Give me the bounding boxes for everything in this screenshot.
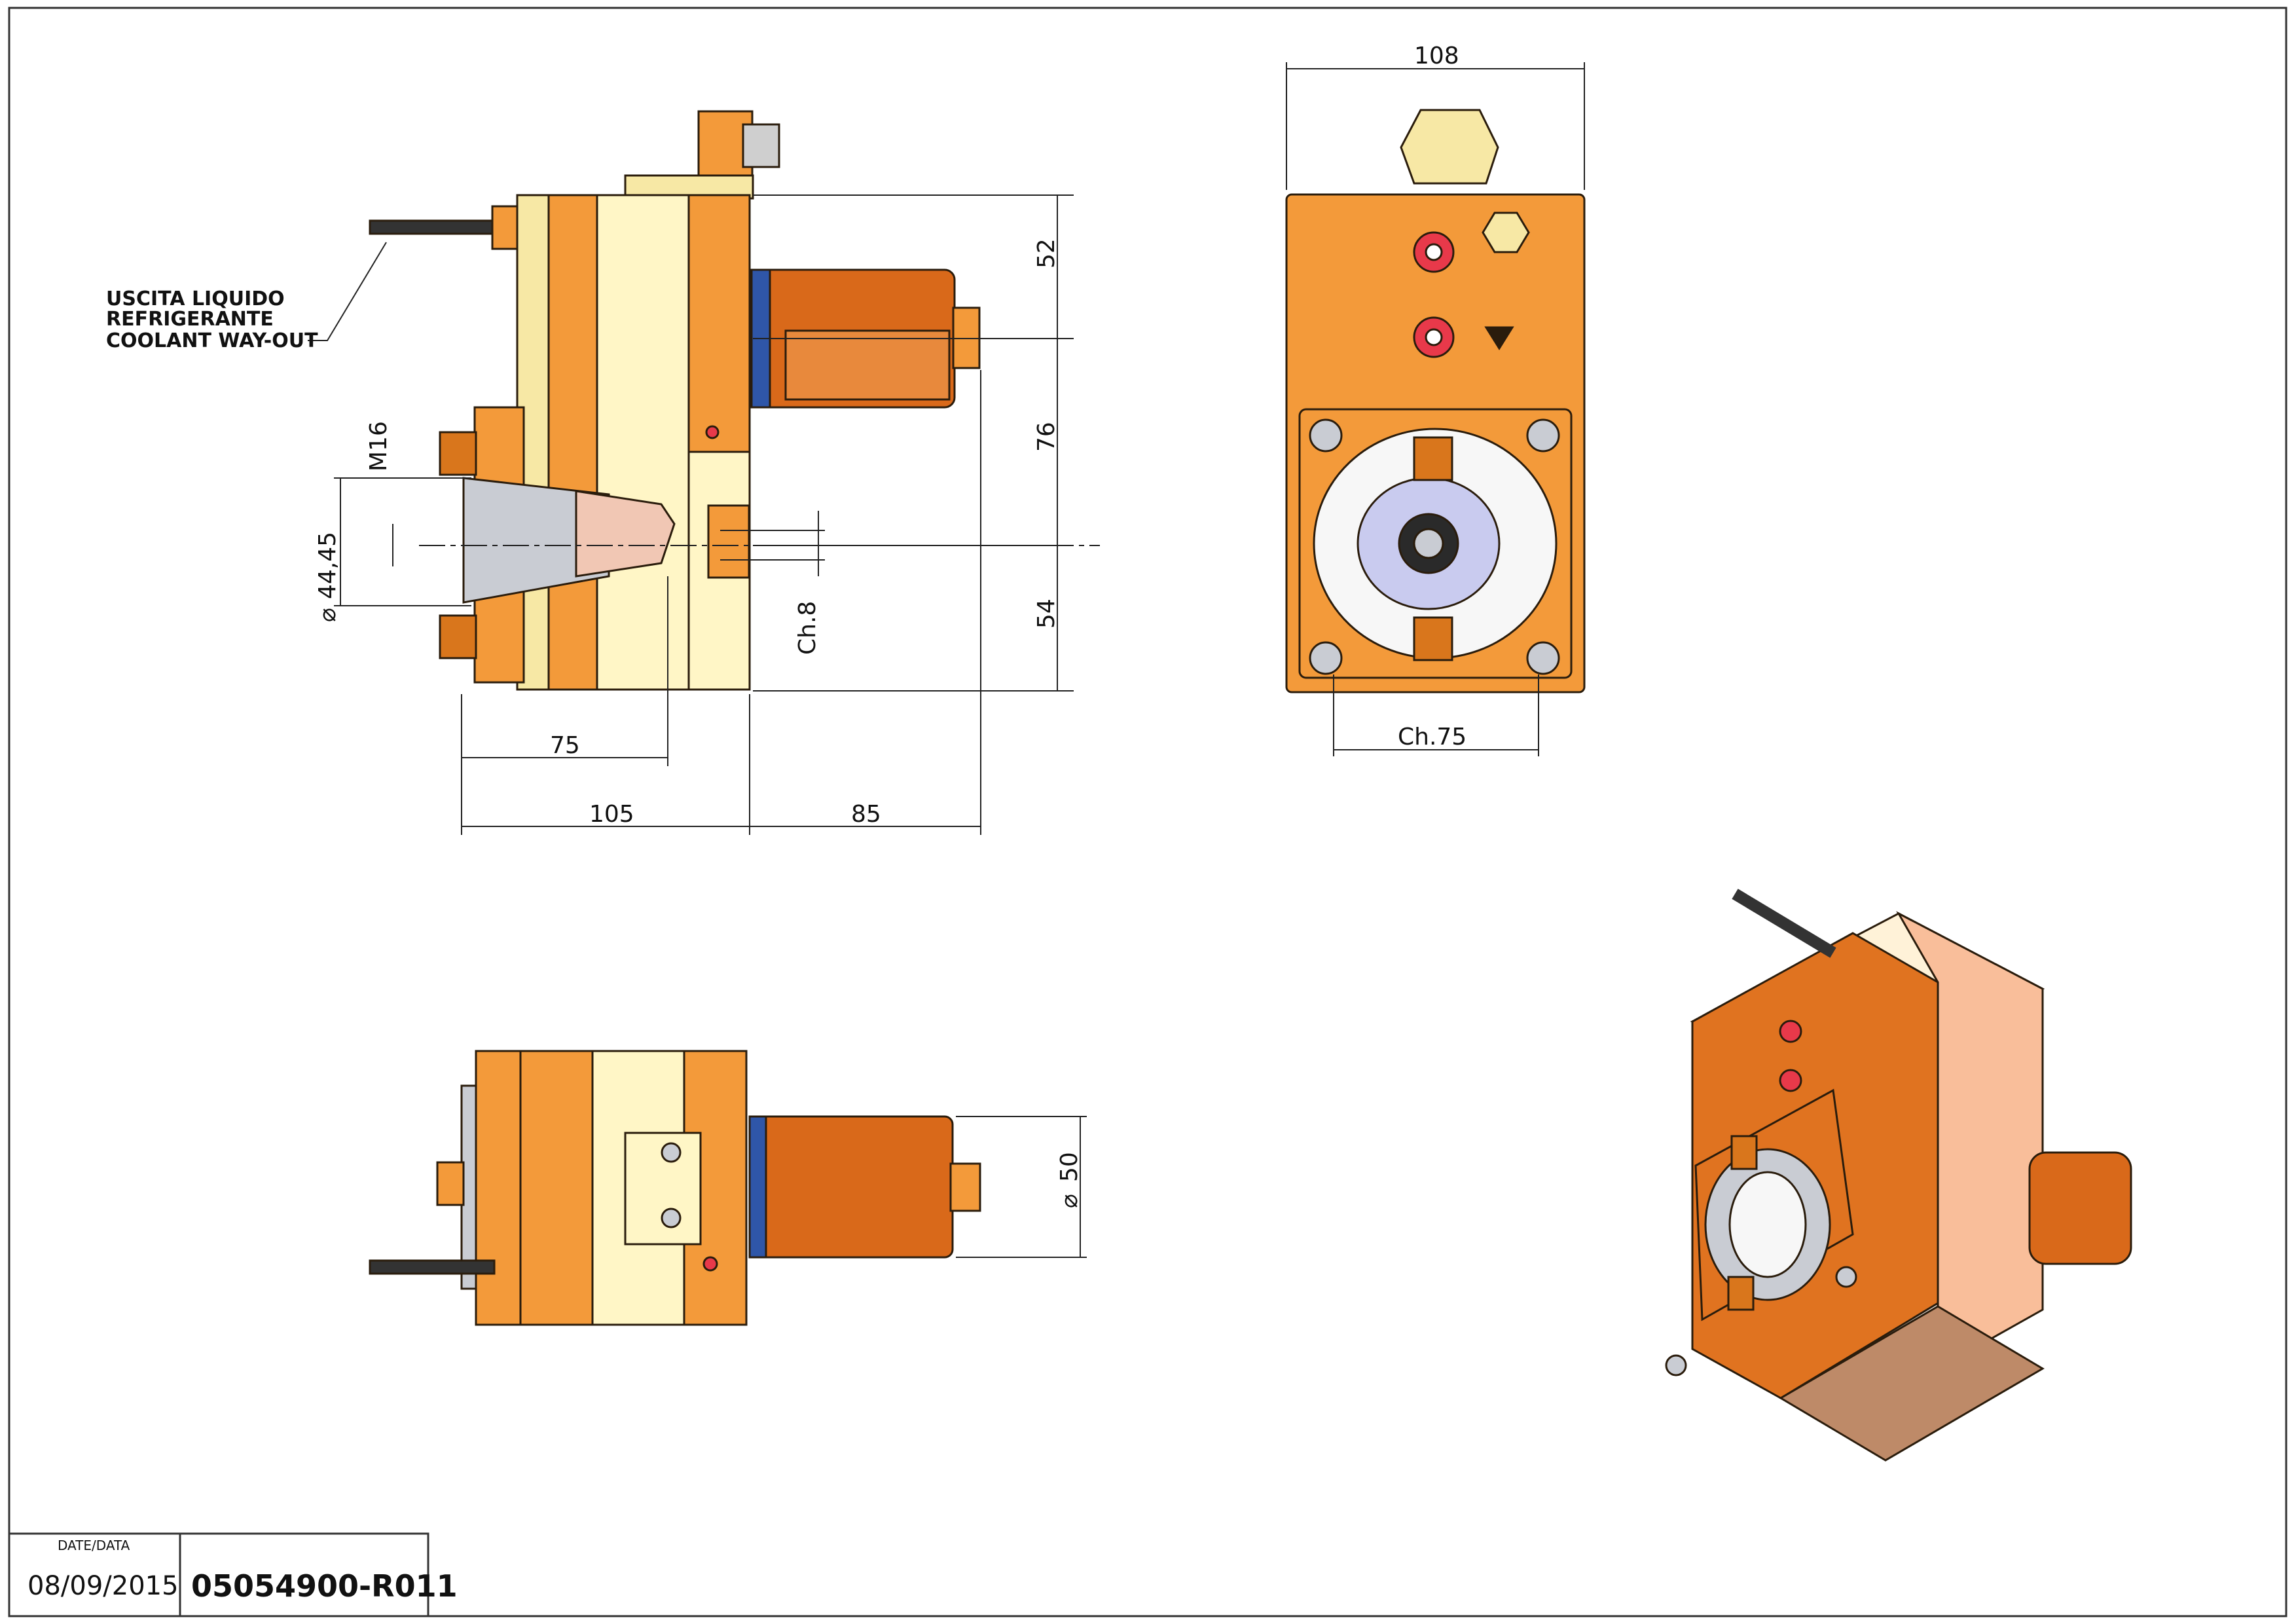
- side-hex-insert: [707, 504, 750, 579]
- side-body-cream: [596, 194, 691, 691]
- side-flange-screw-top: [439, 431, 477, 476]
- top-flange: [475, 1050, 523, 1326]
- title-block: [8, 1532, 429, 1617]
- iso-coolant-rod: [1732, 889, 1836, 958]
- top-cylinder-ring: [748, 1115, 767, 1259]
- top-shank-tip: [949, 1162, 981, 1212]
- isometric-view: [1665, 889, 2132, 1462]
- dim-85: 85: [851, 801, 881, 828]
- dim-52: 52: [1033, 238, 1060, 268]
- front-key-bottom: [1413, 616, 1453, 661]
- front-top-bracket: [1400, 109, 1499, 185]
- dim-105: 105: [589, 801, 634, 828]
- side-view: [369, 110, 981, 691]
- top-view-dimensions: [956, 1116, 1087, 1258]
- front-grease-fitting-inner: [1425, 243, 1443, 261]
- coolant-note-line1: USCITA LIQUIDO: [106, 287, 285, 310]
- top-front-screw: [436, 1161, 465, 1206]
- top-red-dot: [702, 1256, 718, 1272]
- dim-76: 76: [1033, 422, 1060, 452]
- front-screw-bl: [1309, 641, 1343, 675]
- side-shank-thread: [784, 329, 951, 401]
- top-coolant-rod: [369, 1259, 496, 1275]
- front-view: [1285, 109, 1586, 693]
- coolant-note-line3: COOLANT WAY-OUT: [106, 329, 318, 352]
- iso-corner-screw-2: [1835, 1266, 1857, 1288]
- front-screw-tr: [1526, 418, 1560, 452]
- front-triangle-mark: [1484, 326, 1514, 350]
- iso-red-fitting-1: [1779, 1020, 1802, 1043]
- dim-dia-4445: 44,45: [314, 532, 341, 599]
- front-screw-br: [1526, 641, 1560, 675]
- front-second-fitting-inner: [1425, 328, 1443, 346]
- coolant-note-line2: REFRIGERANTE: [106, 308, 274, 331]
- front-hex-nipple: [1482, 212, 1530, 253]
- title-drawing-code: 05054900-R011: [191, 1568, 458, 1604]
- side-collet-cone: [462, 477, 610, 604]
- iso-key-top: [1730, 1135, 1758, 1170]
- top-cylinder: [748, 1115, 954, 1259]
- dim-75: 75: [550, 732, 580, 759]
- dia-symbol-4445: ⌀: [314, 608, 341, 622]
- top-body-orange: [519, 1050, 596, 1326]
- top-view: [369, 1050, 981, 1326]
- side-collet-section: [575, 490, 676, 578]
- dim-ch75: Ch.75: [1398, 724, 1467, 750]
- top-screw-2: [661, 1208, 682, 1228]
- dim-108: 108: [1414, 43, 1459, 69]
- front-spindle-inner: [1413, 528, 1444, 559]
- dia-symbol-50: ⌀: [1056, 1194, 1083, 1208]
- iso-bore-inner: [1728, 1171, 1807, 1278]
- front-view-dimensions: [1286, 62, 1585, 756]
- title-date: 08/09/2015: [27, 1571, 179, 1601]
- iso-bottom-face: [1779, 1305, 2045, 1462]
- front-screw-tl: [1309, 418, 1343, 452]
- front-key-top: [1413, 436, 1453, 481]
- side-flange-screw-bot: [439, 614, 477, 659]
- side-plate-mid: [547, 194, 599, 691]
- sheet-border: [8, 7, 2287, 1617]
- iso-key-bottom: [1727, 1276, 1755, 1311]
- title-date-label: DATE/DATA: [58, 1538, 130, 1553]
- side-view-dimensions: [308, 194, 1100, 835]
- dim-54: 54: [1033, 599, 1060, 629]
- side-red-dot: [705, 425, 720, 439]
- iso-shank: [2028, 1151, 2132, 1265]
- dim-m16: M16: [365, 421, 392, 471]
- iso-corner-screw-1: [1665, 1354, 1687, 1376]
- dim-dia-50: 50: [1056, 1152, 1083, 1182]
- side-top-screw: [742, 123, 780, 168]
- top-screw-1: [661, 1142, 682, 1163]
- coolant-rod: [369, 219, 496, 235]
- dim-ch8: Ch.8: [794, 601, 821, 655]
- iso-red-fitting-2: [1779, 1069, 1802, 1092]
